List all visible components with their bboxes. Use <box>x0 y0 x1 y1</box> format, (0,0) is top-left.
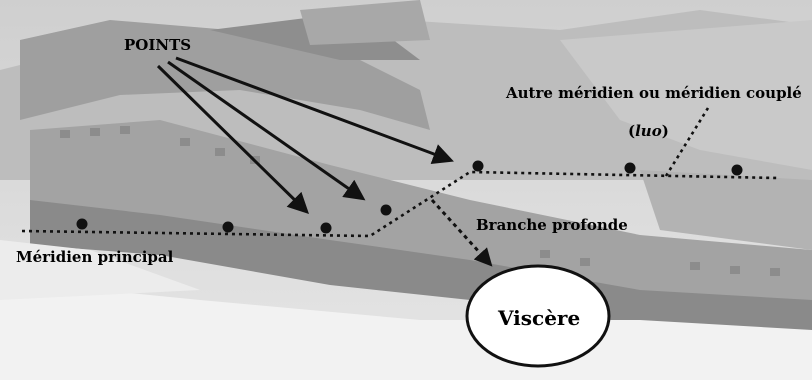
point-marker <box>380 204 392 216</box>
point-marker <box>222 221 234 233</box>
viscere-ellipse <box>465 264 611 368</box>
point-marker <box>76 218 88 230</box>
point-marker <box>320 222 332 234</box>
luo-label: (luo) <box>628 122 669 140</box>
coupled-meridian-label: Autre méridien ou méridien couplé <box>506 84 802 102</box>
point-marker <box>731 164 743 176</box>
main-meridian-line <box>21 170 779 238</box>
luo-close-paren: ) <box>661 122 669 140</box>
point-marker <box>624 162 636 174</box>
deep-branch-label: Branche profonde <box>476 216 628 234</box>
acupuncture-points <box>76 160 743 234</box>
main-meridian-label: Méridien principal <box>16 248 174 266</box>
points-arrow-3 <box>175 56 454 164</box>
point-marker <box>472 160 484 172</box>
luo-open-paren: ( <box>628 122 636 140</box>
luo-text: luo <box>635 122 662 140</box>
points-arrows <box>156 56 454 214</box>
points-label: POINTS <box>124 36 192 54</box>
points-arrow-2 <box>167 60 366 201</box>
deep-branch-arrow <box>430 198 493 267</box>
points-arrow-1 <box>156 64 310 214</box>
viscere-label: Viscère <box>498 306 581 330</box>
